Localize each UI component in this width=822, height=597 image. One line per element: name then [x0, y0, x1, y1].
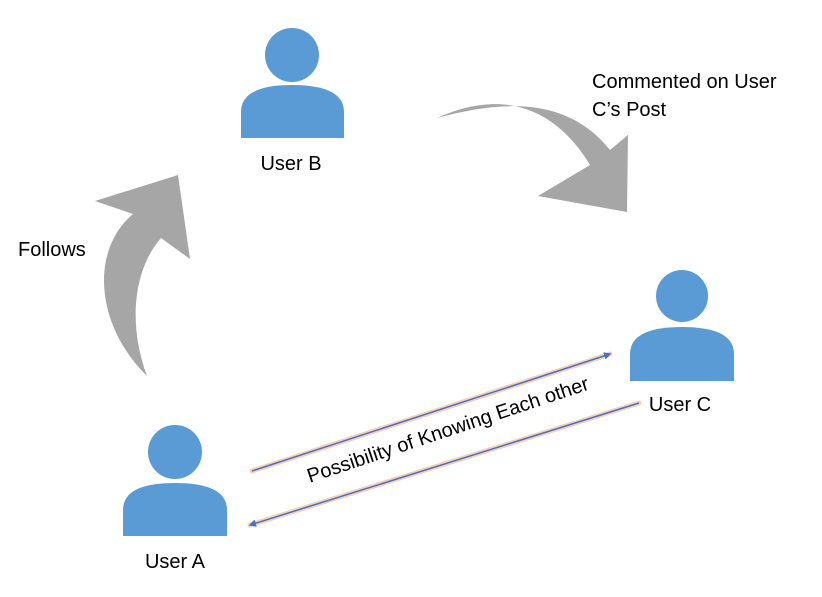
possibility-line-lower: [247, 400, 642, 528]
possibility-line-upper: [249, 351, 613, 474]
follows-curved-arrow: [95, 175, 190, 376]
user-c-node: User C: [630, 270, 734, 416]
commented-label-line2: C’s Post: [592, 99, 667, 121]
user-a-label: User A: [145, 551, 206, 573]
user-b-label: User B: [260, 153, 321, 175]
commented-curved-arrow: [437, 104, 628, 212]
user-a-node: User A: [123, 425, 227, 573]
follows-label: Follows: [18, 239, 86, 261]
person-icon: [123, 425, 227, 536]
person-icon: [241, 28, 344, 138]
user-b-node: User B: [241, 28, 344, 175]
person-icon: [630, 270, 734, 381]
user-c-label: User C: [649, 394, 711, 416]
commented-label-line1: Commented on User: [592, 71, 777, 93]
